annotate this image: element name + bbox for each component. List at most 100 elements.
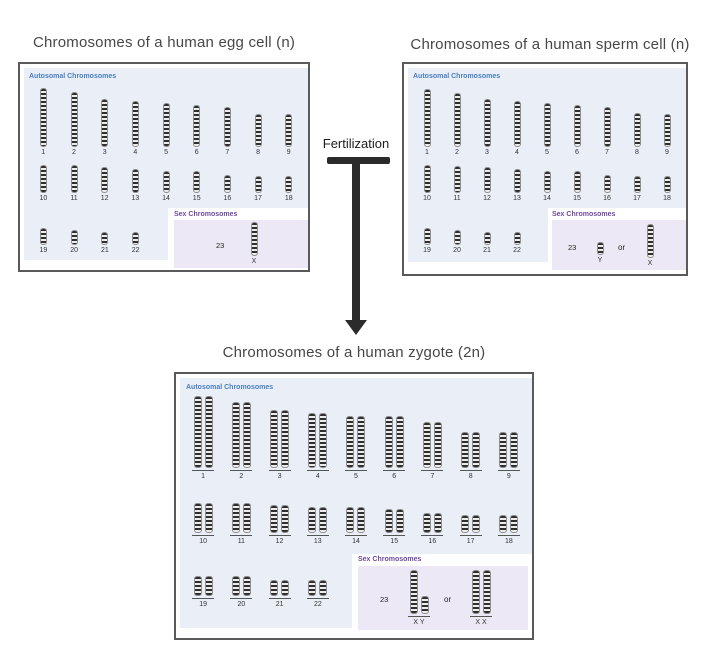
chromosome-cell: 5 [151, 103, 182, 156]
chromosome-number: 18 [663, 195, 671, 202]
zygote-sex-number: 23 [380, 595, 389, 604]
chromosome-cell: 8 [452, 432, 490, 480]
chromosome-cell: 22 [120, 232, 151, 254]
chromosome-number: X X [475, 619, 487, 626]
zygote-sex-label: Sex Chromosomes [358, 556, 422, 563]
chromosome [254, 176, 262, 193]
chromosome [39, 88, 47, 147]
chromosome [510, 432, 519, 468]
chromosome-cell: 5 [532, 103, 562, 156]
chromosome [231, 402, 240, 468]
chromosome-bars [483, 232, 491, 245]
chromosome [319, 413, 328, 468]
chromosome [513, 169, 521, 193]
chromosome-cell: 4 [299, 413, 337, 480]
chromosome [193, 105, 201, 147]
chromosome-number: 19 [39, 247, 48, 254]
chromosome [39, 165, 47, 193]
chromosome-number: 6 [392, 473, 397, 480]
chromosome-cell: X [646, 221, 654, 267]
chromosome-cell: 8 [243, 114, 274, 156]
chromosome-cell: 16 [413, 513, 451, 545]
chromosome-number: 11 [70, 195, 78, 202]
chromosome [472, 432, 481, 468]
chromosome-bars [193, 105, 201, 147]
chromosome-bars [409, 570, 429, 614]
chromosome-number: 4 [133, 149, 138, 156]
chromosome-cell: 13 [299, 507, 337, 545]
chromosome [423, 228, 431, 245]
chromosome [422, 422, 431, 468]
chromosome-cell: 21 [261, 580, 299, 608]
chromosome-bars [483, 167, 491, 193]
chromosome-bars [663, 114, 671, 147]
chromosome-bars [193, 171, 201, 193]
sperm-or-label: or [618, 243, 626, 252]
chromosome [281, 410, 290, 468]
chromosome [242, 402, 251, 468]
chromosome [453, 93, 461, 147]
chromosome-bars [346, 507, 366, 533]
chromosome-bars [663, 176, 671, 193]
chromosome-cell: 3 [260, 410, 298, 480]
chromosome-bars [633, 176, 641, 193]
chromosome [204, 396, 213, 468]
pair-underline [344, 535, 367, 536]
chromosome-cell: 4 [502, 101, 532, 156]
chromosome-cell: X [250, 220, 258, 265]
chromosome-cell: 12 [89, 167, 120, 202]
chromosome [483, 167, 491, 193]
chromosome [131, 101, 139, 147]
chromosome [281, 505, 290, 533]
chromosome-cell: 6 [375, 416, 413, 480]
chromosome-bars [162, 171, 170, 193]
chromosome-number: 3 [277, 473, 282, 480]
chromosome-number: 2 [455, 149, 459, 156]
chromosome [433, 422, 442, 468]
pair-underline [497, 470, 520, 471]
chromosome [482, 570, 491, 614]
chromosome-cell: 12 [472, 167, 502, 202]
chromosome-bars [285, 176, 293, 193]
sperm-panel-title: Chromosomes of a human sperm cell (n) [410, 36, 690, 53]
chromosome-number: 13 [313, 538, 322, 545]
chromosome [131, 169, 139, 193]
chromosome-cell: 2 [59, 92, 90, 156]
chromosome-bars [513, 169, 521, 193]
chromosome-bars [543, 171, 551, 193]
chromosome-number: 11 [453, 195, 461, 202]
chromosome [646, 224, 654, 258]
pair-underline [230, 598, 253, 599]
chromosome [499, 515, 508, 533]
chromosome [285, 114, 293, 147]
chromosome-bars [453, 93, 461, 147]
chromosome-bars [250, 222, 258, 256]
chromosome-cell: 21 [90, 232, 121, 254]
chromosome [384, 416, 393, 468]
sperm-sex-y: Y [590, 238, 610, 264]
chromosome-number: 18 [284, 195, 293, 202]
chromosome-cell: 16 [592, 175, 622, 202]
chromosome-number: 8 [468, 473, 473, 480]
chromosome-bars [422, 422, 442, 468]
chromosome-number: 16 [223, 195, 232, 202]
pair-underline [459, 535, 482, 536]
chromosome-cell: 1 [184, 396, 222, 480]
sperm-sex-label: Sex Chromosomes [552, 211, 616, 218]
chromosome-number: 1 [41, 149, 46, 156]
chromosome [101, 99, 109, 147]
chromosome [573, 105, 581, 147]
chromosome [193, 396, 202, 468]
sperm-autosomal-area-lower [408, 208, 548, 262]
chromosome-cell: 9 [273, 114, 304, 156]
chromosome-number: 2 [72, 149, 76, 156]
chromosome-cell: 14 [337, 507, 375, 545]
chromosome-number: 17 [254, 195, 262, 202]
chromosome [573, 171, 581, 193]
chromosome [281, 580, 290, 596]
chromosome-bars [132, 232, 140, 245]
chromosome [223, 107, 231, 147]
chromosome [193, 503, 202, 533]
